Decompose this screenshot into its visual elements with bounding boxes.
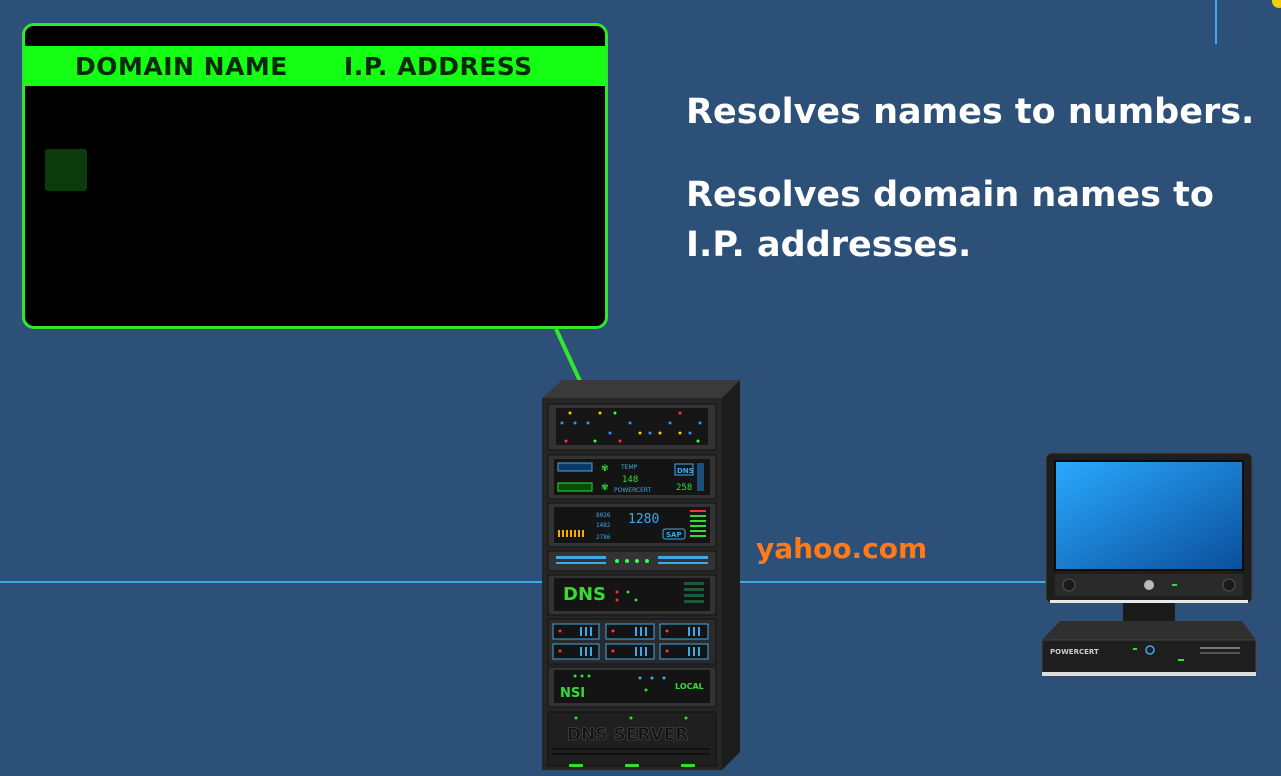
svg-text:NSI: NSI xyxy=(560,686,585,701)
cursor-block xyxy=(45,149,87,191)
svg-text:148: 148 xyxy=(622,475,638,485)
column-domain-name: DOMAIN NAME xyxy=(75,51,288,81)
svg-text:POWERCERT: POWERCERT xyxy=(1050,648,1099,656)
column-ip-address: I.P. ADDRESS xyxy=(343,51,533,81)
svg-text:POWERCERT: POWERCERT xyxy=(614,487,652,494)
svg-text:8026: 8026 xyxy=(596,512,611,519)
dns-table-callout: DOMAIN NAME I.P. ADDRESS xyxy=(22,23,608,329)
svg-text:1280: 1280 xyxy=(628,512,659,527)
network-cable-right xyxy=(738,581,1046,583)
network-cable-left xyxy=(0,581,545,583)
svg-text:DNS: DNS xyxy=(677,467,694,475)
svg-text:1482: 1482 xyxy=(596,522,611,529)
svg-text:SAP: SAP xyxy=(666,531,682,539)
query-domain-label: yahoo.com xyxy=(756,532,928,565)
svg-text:2786: 2786 xyxy=(596,534,611,541)
top-right-line xyxy=(1215,0,1217,44)
svg-text:✾: ✾ xyxy=(601,483,609,493)
description-line-1: Resolves names to numbers. xyxy=(686,92,1255,132)
dns-table-header: DOMAIN NAME I.P. ADDRESS xyxy=(25,46,605,86)
svg-text:DNS: DNS xyxy=(563,584,606,605)
svg-text:✾: ✾ xyxy=(601,464,609,474)
callout-titlebar xyxy=(25,26,605,46)
description-line-2: Resolves domain names to xyxy=(686,175,1214,215)
svg-text:TEMP: TEMP xyxy=(620,464,638,471)
description-line-3: I.P. addresses. xyxy=(686,225,972,265)
svg-text:DNS SERVER: DNS SERVER xyxy=(567,725,688,745)
svg-text:LOCAL: LOCAL xyxy=(675,682,704,691)
corner-dot xyxy=(1272,0,1281,8)
svg-text:258: 258 xyxy=(676,483,692,493)
